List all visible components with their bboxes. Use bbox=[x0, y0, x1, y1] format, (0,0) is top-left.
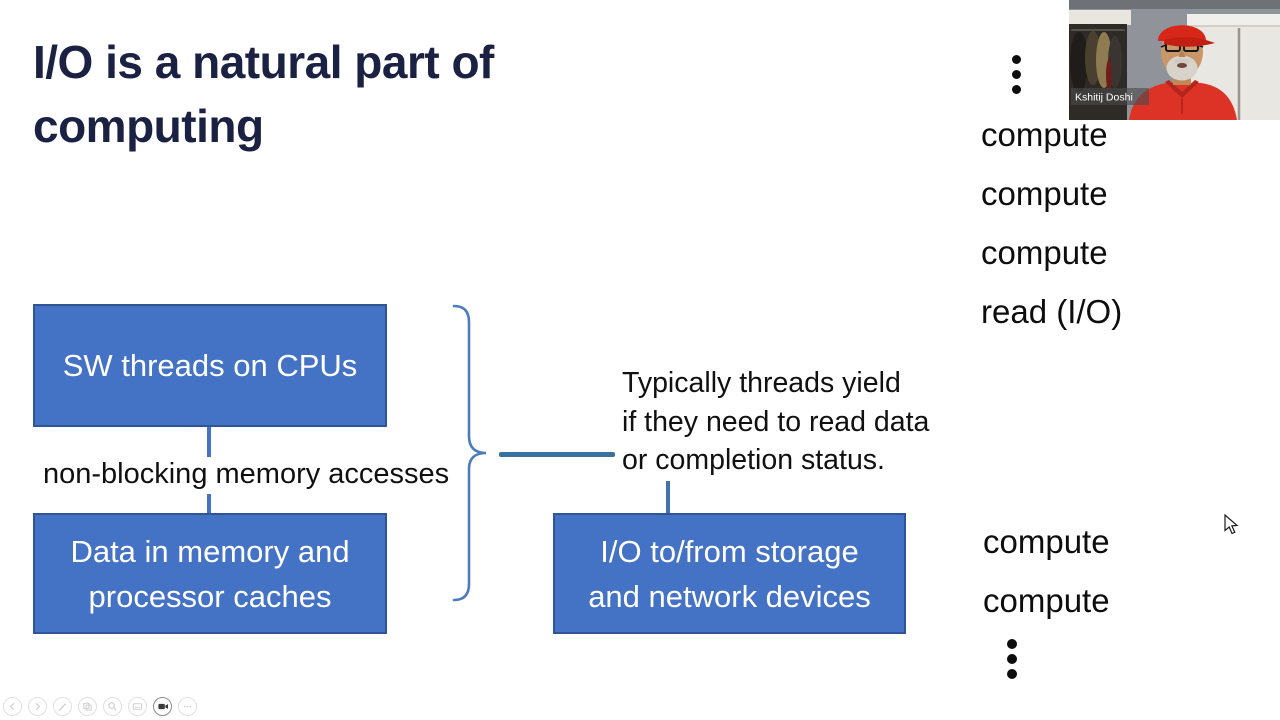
next-arrow-icon bbox=[35, 702, 41, 711]
label-non-blocking: non-blocking memory accesses bbox=[43, 458, 450, 490]
timeline-ellipsis-bottom bbox=[1007, 636, 1017, 681]
all-slides-icon bbox=[83, 702, 92, 711]
label-yield-line3: or completion status. bbox=[622, 444, 885, 476]
captions-button[interactable] bbox=[128, 697, 147, 716]
more-options-icon bbox=[183, 705, 192, 708]
timeline-ellipsis-top bbox=[1012, 52, 1021, 97]
previous-arrow-icon bbox=[9, 702, 15, 711]
more-options-button[interactable] bbox=[178, 697, 197, 716]
box-data-memory-line2: processor caches bbox=[88, 578, 332, 614]
webcam-video-tile[interactable]: Kshitij Doshi bbox=[1069, 0, 1280, 120]
timeline-item-compute-2: compute bbox=[981, 175, 1108, 212]
captions-icon bbox=[132, 703, 143, 710]
box-sw-threads: SW threads on CPUs bbox=[33, 304, 387, 427]
mouse-cursor-icon bbox=[1224, 514, 1239, 535]
box-io-devices-line2: and network devices bbox=[588, 578, 871, 614]
slide-title: I/O is a natural part of computing bbox=[33, 30, 633, 158]
connector-line-bottom bbox=[207, 494, 211, 513]
connector-line-top bbox=[207, 427, 211, 457]
timeline-item-read-io: read (I/O) bbox=[981, 293, 1123, 330]
presenter-toolbar bbox=[3, 697, 203, 716]
zoom-magnifier-icon bbox=[108, 702, 117, 711]
dot-icon bbox=[1012, 70, 1021, 79]
dot-icon bbox=[1007, 668, 1017, 679]
slide-title-line2: computing bbox=[33, 100, 264, 152]
timeline-item-compute-1: compute bbox=[981, 116, 1108, 153]
dot-icon bbox=[1012, 85, 1021, 94]
box-io-devices: I/O to/from storage and network devices bbox=[553, 513, 906, 634]
dot-icon bbox=[1012, 55, 1021, 64]
brace-to-note-line bbox=[499, 452, 615, 457]
box-data-memory: Data in memory and processor caches bbox=[33, 513, 387, 634]
pen-icon bbox=[58, 703, 67, 712]
webcam-video-frame: Kshitij Doshi bbox=[1069, 0, 1280, 120]
all-slides-button[interactable] bbox=[78, 697, 97, 716]
zoom-slide-button[interactable] bbox=[103, 697, 122, 716]
camera-toggle-button[interactable] bbox=[153, 697, 172, 716]
box-sw-threads-label: SW threads on CPUs bbox=[62, 348, 358, 383]
timeline-item-compute-5: compute bbox=[983, 582, 1110, 619]
dot-icon bbox=[1007, 638, 1017, 649]
box-io-devices-line1: I/O to/from storage bbox=[600, 533, 859, 569]
pen-tool-button[interactable] bbox=[53, 697, 72, 716]
label-yield-note: Typically threads yield if they need to … bbox=[622, 364, 929, 480]
slide-title-line1: I/O is a natural part of bbox=[33, 36, 494, 88]
timeline-item-compute-4: compute bbox=[983, 523, 1110, 560]
connector-line-io bbox=[666, 481, 670, 513]
box-data-memory-line1: Data in memory and bbox=[70, 533, 350, 569]
curly-brace bbox=[452, 304, 487, 602]
label-yield-line1: Typically threads yield bbox=[622, 367, 901, 399]
webcam-name-label: Kshitij Doshi bbox=[1075, 92, 1133, 104]
dot-icon bbox=[1007, 653, 1017, 664]
camera-icon bbox=[157, 703, 168, 710]
next-slide-button[interactable] bbox=[28, 697, 47, 716]
previous-slide-button[interactable] bbox=[3, 697, 22, 716]
label-yield-line2: if they need to read data bbox=[622, 405, 930, 438]
timeline-item-compute-3: compute bbox=[981, 234, 1108, 271]
